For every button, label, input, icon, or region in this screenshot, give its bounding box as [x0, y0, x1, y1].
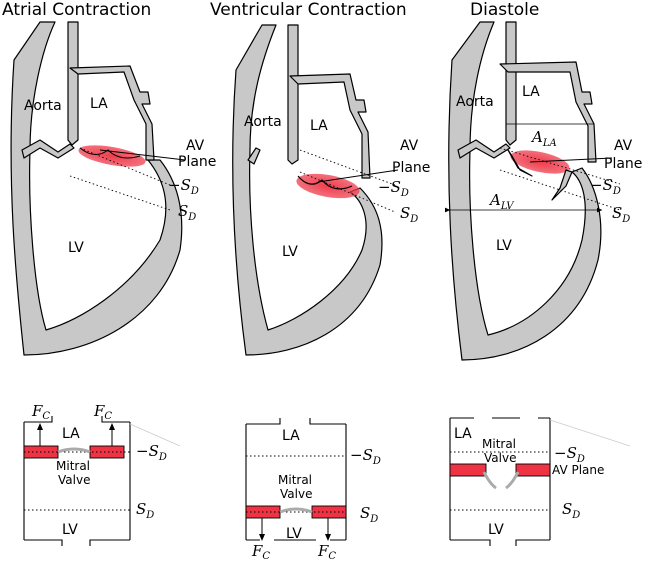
label-plane: Plane [392, 160, 430, 176]
label-a-lv: ALV [488, 191, 515, 212]
s-d-line-upper [299, 149, 396, 186]
heart-wall-outer [10, 21, 183, 356]
label-la: LA [310, 118, 328, 134]
label-f-c-left: FC [31, 402, 50, 422]
mitral-leaflet-posterior [551, 169, 573, 201]
label-lv: LV [68, 240, 84, 256]
schematic-atrial: FC FC LA Mitral Valve LV −SD SD [23, 402, 181, 546]
mitral-valve-leaflets [79, 147, 141, 159]
label-a-la: ALA [530, 128, 557, 149]
la-wall [289, 73, 371, 179]
label-lv: LV [496, 238, 512, 254]
label-valve: Valve [484, 451, 516, 465]
mitral-valve-leaflets [57, 447, 91, 454]
label-plane: Plane [178, 154, 216, 170]
label-lv: LV [488, 522, 504, 538]
av-plane-block-right [515, 463, 551, 477]
label-valve: Valve [58, 473, 90, 487]
aorta-wall [287, 24, 299, 165]
schematic-chamber-outline [449, 417, 551, 546]
label-la: LA [90, 96, 108, 112]
label-s-d: SD [136, 500, 154, 521]
label-f-c-left: FC [251, 542, 270, 561]
heart-wall-outer [232, 24, 383, 356]
schematic-ventricular: LA Mitral Valve LV FC FC −SD SD [245, 418, 381, 561]
label-f-c-right: FC [317, 542, 336, 561]
title-diastole: Diastole [470, 0, 539, 20]
guide-line [129, 423, 181, 447]
label-la: LA [282, 428, 300, 444]
label-plane: Plane [604, 156, 642, 172]
aortic-valve [247, 147, 261, 165]
la-wall [69, 65, 155, 161]
av-plane-pointer [529, 157, 613, 163]
label-s-d: SD [360, 504, 378, 525]
label-s-d: SD [612, 204, 630, 225]
label-la: LA [522, 84, 540, 100]
av-plane-block-left [449, 463, 487, 477]
label-mitral: Mitral [482, 437, 516, 451]
label-mitral: Mitral [56, 459, 90, 473]
label-minus-s-d: −SD [590, 176, 621, 197]
schematic-chamber-outline [245, 418, 347, 541]
label-lv: LV [62, 522, 78, 538]
guide-line [549, 419, 631, 447]
label-av-plane: AV Plane [552, 463, 604, 477]
label-aorta: Aorta [24, 98, 62, 114]
av-plane-highlight [78, 145, 146, 167]
schematic-chamber-outline [23, 416, 131, 546]
panel-diastole-heart: ALA ALV Aorta LA LV AV Plane −SD SD [444, 21, 642, 361]
label-la: LA [454, 426, 472, 442]
mitral-leaflet-right [505, 471, 520, 490]
aorta-wall [505, 21, 517, 146]
av-plane-block-right [89, 445, 125, 459]
label-aorta: Aorta [244, 114, 282, 130]
title-atrial-contraction: Atrial Contraction [2, 0, 151, 20]
s-d-line-upper [499, 147, 621, 185]
label-av: AV [400, 138, 419, 154]
av-plane-pointer [317, 169, 399, 183]
s-d-line-lower [299, 171, 396, 213]
aortic-valve [21, 139, 75, 159]
label-s-d: SD [562, 500, 580, 521]
s-d-line-lower [499, 169, 621, 211]
label-minus-s-d: −SD [168, 176, 199, 197]
heart-wall-outer [448, 21, 602, 361]
mitral-valve-leaflets [279, 507, 313, 514]
mitral-leaflet-left [482, 471, 497, 490]
mitral-valve-leaflets [297, 175, 353, 190]
label-lv: LV [286, 526, 302, 542]
s-d-line-upper [79, 147, 171, 186]
la-wall [499, 61, 597, 163]
aortic-valve [457, 139, 511, 159]
label-s-d: SD [400, 204, 418, 225]
label-valve: Valve [280, 487, 312, 501]
label-av: AV [186, 138, 205, 154]
av-plane-block-right [311, 505, 347, 519]
label-aorta: Aorta [456, 94, 494, 110]
label-f-c-right: FC [93, 402, 112, 422]
aorta-wall [67, 21, 79, 146]
label-mitral: Mitral [278, 473, 312, 487]
label-minus-s-d: −SD [350, 446, 381, 467]
label-minus-s-d: −SD [554, 444, 585, 465]
panel-atrial-heart: Aorta LA LV AV Plane −SD SD [10, 21, 216, 356]
av-plane-pointer [99, 149, 186, 161]
label-minus-s-d: −SD [136, 442, 167, 463]
label-s-d: SD [178, 202, 196, 223]
title-ventricular-contraction: Ventricular Contraction [210, 0, 407, 20]
panel-ventricular-heart: Aorta LA LV AV Plane −SD SD [232, 24, 430, 356]
s-d-line-lower [69, 175, 171, 211]
schematic-diastole: LA Mitral Valve AV Plane LV −SD SD [449, 417, 631, 546]
label-la: LA [62, 426, 80, 442]
label-av: AV [614, 138, 633, 154]
label-lv: LV [282, 244, 298, 260]
label-minus-s-d: −SD [378, 178, 409, 199]
mitral-leaflet-anterior [507, 149, 533, 177]
